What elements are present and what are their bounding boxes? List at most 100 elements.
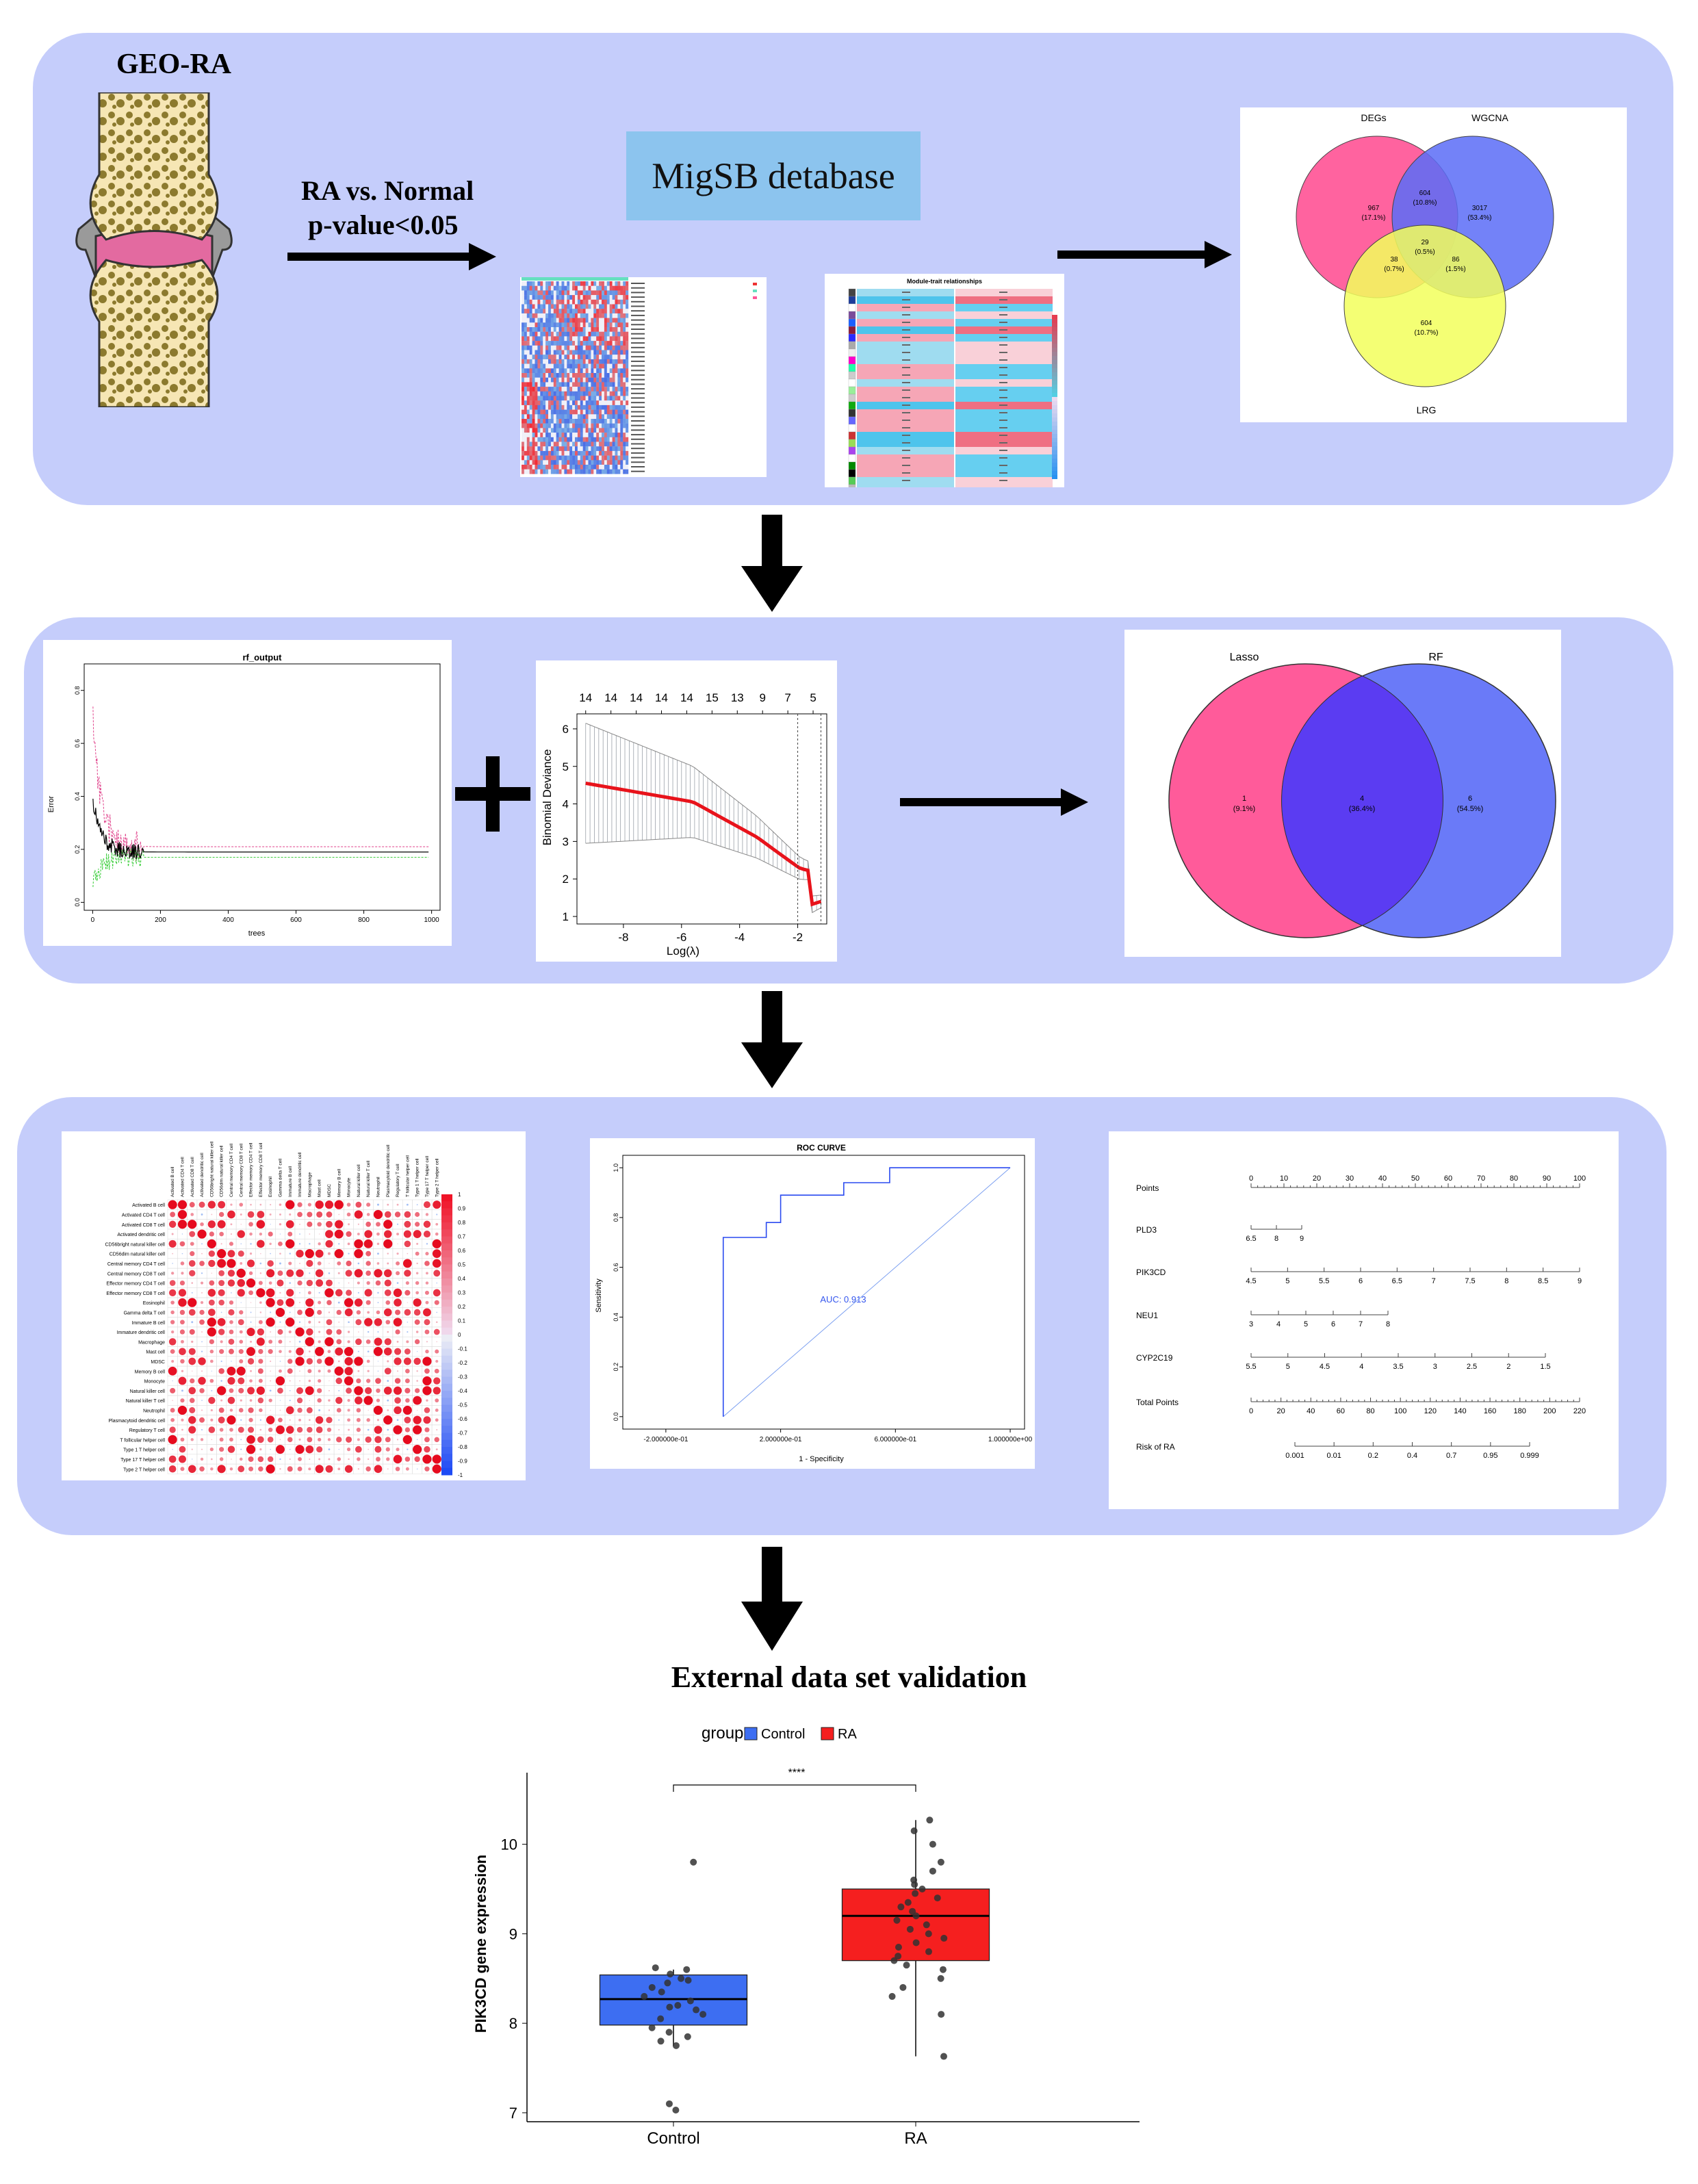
heatmap-cell	[569, 400, 573, 406]
scale-step	[1052, 454, 1057, 459]
heatmap-cell	[529, 318, 532, 323]
heatmap-cell	[545, 322, 549, 328]
heatmap-cell	[569, 446, 573, 452]
heatmap-cell	[617, 423, 621, 428]
heatmap-cell	[623, 428, 626, 433]
corr-dot	[238, 1408, 244, 1413]
heatmap-cell	[606, 322, 610, 328]
heatmap-cell	[602, 377, 605, 383]
heatmap-cell	[535, 391, 538, 396]
heatmap-cell	[569, 373, 573, 378]
corr-dot	[269, 1242, 272, 1246]
corr-dot	[199, 1417, 205, 1423]
heatmap-cell	[522, 281, 525, 286]
corr-dot	[229, 1329, 234, 1335]
scale-step	[441, 1194, 452, 1202]
corr-dot	[316, 1416, 324, 1424]
corr-dot	[267, 1260, 274, 1267]
heatmap-cell	[577, 400, 580, 406]
corr-dot	[344, 1376, 354, 1386]
heatmap-cell	[535, 318, 538, 323]
heatmap-cell	[604, 304, 607, 309]
heatmap-cell	[526, 396, 530, 401]
heatmap-cell	[548, 363, 552, 369]
corr-dot	[424, 1368, 430, 1374]
heatmap-cell	[569, 441, 573, 447]
heatmap-cell	[593, 299, 597, 305]
module-swatch	[848, 484, 856, 493]
heatmap-cell	[561, 363, 565, 369]
heatmap-cell	[580, 359, 583, 364]
heatmap-cell	[591, 382, 594, 387]
heatmap-cell	[585, 465, 589, 470]
heatmap-cell	[548, 377, 552, 383]
corr-dot	[404, 1240, 411, 1248]
corr-dot	[309, 1243, 311, 1245]
corr-dot	[268, 1231, 273, 1237]
gene-label-mark	[631, 292, 645, 294]
heatmap-cell	[582, 313, 586, 318]
corr-dot	[407, 1302, 408, 1303]
heatmap-cell	[524, 336, 527, 342]
data-point	[904, 1899, 912, 1906]
data-point	[929, 1840, 936, 1848]
heatmap-cell	[564, 327, 567, 332]
corr-dot	[374, 1436, 382, 1443]
heatmap-cell	[550, 428, 554, 433]
heatmap-cell	[524, 322, 527, 328]
heatmap-cell	[602, 285, 605, 291]
heatmap-cell	[537, 350, 541, 355]
heatmap-cell	[596, 391, 600, 396]
heatmap-cell	[575, 387, 578, 391]
corr-dot	[325, 1279, 333, 1287]
scale-step	[441, 1201, 452, 1209]
corr-dot	[189, 1398, 195, 1403]
venn3-region-value: 29	[1421, 239, 1429, 246]
heatmap-cell	[550, 404, 554, 410]
heatmap-cell	[604, 309, 607, 314]
top-tick-label: 14	[630, 691, 643, 704]
heatmap-cell	[599, 465, 602, 470]
heatmap-cell	[602, 441, 605, 447]
heatmap-cell	[564, 341, 567, 346]
heatmap-cell	[617, 309, 621, 314]
heatmap-cell	[545, 391, 549, 396]
heatmap-cell	[548, 419, 552, 424]
scale-step	[1052, 405, 1057, 409]
heatmap-cell	[580, 387, 583, 391]
corr-dot	[200, 1281, 204, 1285]
heatmap-cell	[550, 299, 554, 305]
corr-dot	[279, 1321, 281, 1323]
heatmap-cell	[561, 400, 565, 406]
heatmap-cell	[582, 409, 586, 415]
row-label: Memory B cell	[135, 1370, 166, 1374]
heatmap-cell	[556, 414, 559, 420]
corr-dot	[404, 1456, 411, 1462]
heatmap-cell	[615, 465, 618, 470]
cell-value-mark	[999, 427, 1007, 428]
heatmap-cell	[569, 327, 573, 332]
corr-dot	[425, 1213, 429, 1216]
heatmap-cell	[526, 331, 530, 337]
corr-dot	[191, 1292, 193, 1294]
cell-value-mark	[902, 322, 910, 323]
heatmap-cell	[617, 341, 621, 346]
heatmap-cell	[558, 404, 562, 410]
heatmap-cell	[585, 455, 589, 461]
cell-value-mark	[902, 450, 910, 451]
corr-dot	[250, 1321, 252, 1323]
heatmap-cell	[596, 341, 600, 346]
heatmap-cell	[524, 396, 527, 401]
top-tick-label: 14	[579, 691, 592, 704]
heatmap-cell	[522, 322, 525, 328]
heatmap-cell	[606, 327, 610, 332]
nomogram-tick-label: 6	[1359, 1277, 1363, 1285]
heatmap-cell	[522, 423, 525, 428]
heatmap-cell	[561, 373, 565, 378]
corr-dot	[170, 1310, 175, 1315]
heatmap-cell	[529, 309, 532, 314]
scale-label: -0.1	[458, 1346, 467, 1352]
heatmap-cell	[522, 345, 525, 350]
heatmap-cell	[615, 373, 618, 378]
corr-dot	[289, 1400, 291, 1402]
